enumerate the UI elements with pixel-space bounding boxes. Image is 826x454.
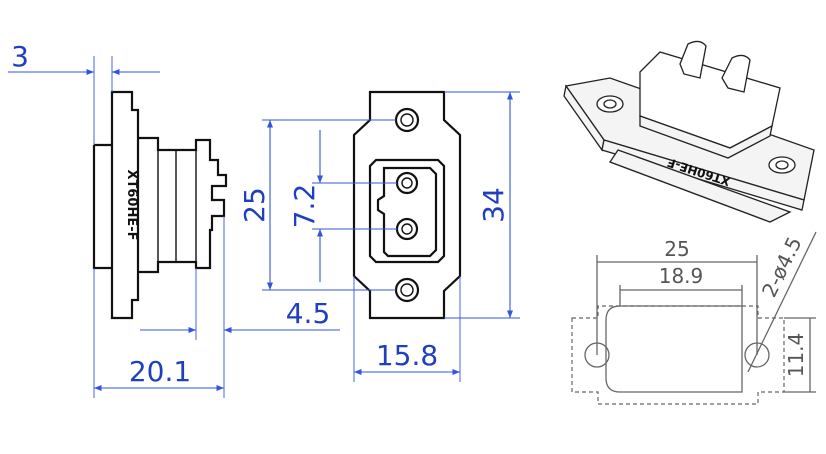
iso-pin-right xyxy=(721,54,751,93)
mount-hole-bottom-inner xyxy=(400,283,414,297)
front-view: 25 7.2 34 15.8 xyxy=(238,90,520,382)
iso-body-base xyxy=(639,115,773,159)
side-view: XT60HE-F 3 20.1 4.5 xyxy=(8,40,340,398)
side-part-label: XT60HE-F xyxy=(124,169,139,240)
iso-pin-left xyxy=(679,40,707,79)
cutout-outline xyxy=(571,305,785,405)
front-housing xyxy=(368,158,446,264)
pin-upper-inner xyxy=(401,177,413,189)
iso-view: XT60HE-F xyxy=(563,40,815,223)
side-body xyxy=(138,136,228,274)
dim-width: 15.8 xyxy=(376,339,438,372)
cutout-dim-opening-height: 11.4 xyxy=(784,333,808,378)
callout-leader xyxy=(747,231,817,373)
mount-hole-top-inner xyxy=(400,113,414,127)
front-socket xyxy=(376,166,438,258)
iso-skirt xyxy=(609,149,792,223)
dim-hole-spacing: 25 xyxy=(238,187,271,223)
iso-hole-left-inner xyxy=(603,99,617,109)
mount-hole-bottom xyxy=(394,277,420,303)
pin-upper xyxy=(395,171,419,195)
dim-length: 20.1 xyxy=(129,355,191,388)
cutout-view: 25 18.9 2-ø4.5 11.4 xyxy=(571,231,817,405)
pin-lower xyxy=(395,217,419,241)
side-flange xyxy=(110,90,140,320)
dim-thickness: 3 xyxy=(11,40,29,73)
cutout-dim-hole-spacing: 25 xyxy=(664,237,689,261)
mount-hole-top xyxy=(394,107,420,133)
iso-hole-right-inner xyxy=(775,160,789,170)
iso-flange-front xyxy=(601,139,805,211)
dim-pin-spacing: 7.2 xyxy=(288,184,321,229)
cutout-dim-opening-width: 18.9 xyxy=(659,264,704,288)
pin-lower-inner xyxy=(401,223,413,235)
dim-offset: 4.5 xyxy=(286,297,331,330)
cutout-opening xyxy=(605,305,743,393)
dim-height-outer: 34 xyxy=(477,187,510,223)
side-left-boss xyxy=(92,143,112,270)
